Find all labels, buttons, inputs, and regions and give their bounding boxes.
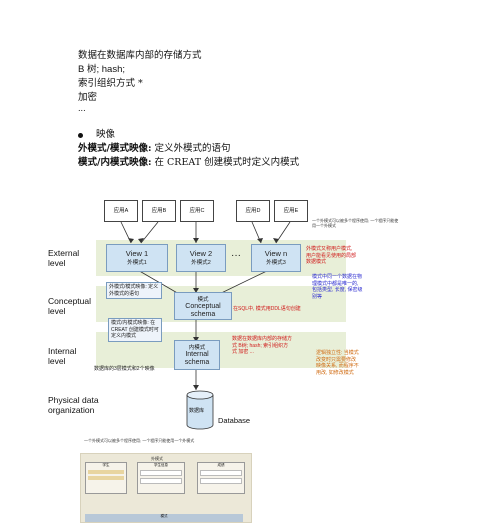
internal-mapping-row: 模式/内模式映像: 在 CREAT 创建模式时定义内模式 bbox=[78, 157, 299, 169]
view-2-box: View 2 外模式2 bbox=[176, 244, 226, 272]
annot-top-right: 一个外模式可以被多个程序使用; 一个程序只能使用一个外模式 bbox=[312, 218, 399, 228]
note-line-3: 索引组织方式 * bbox=[78, 78, 143, 89]
external-mapping-row: 外模式/模式映像: 定义外模式的语句 bbox=[78, 143, 231, 155]
thumbnail-row bbox=[140, 470, 182, 476]
annot-conceptual-right: 模式中同一个数据在物理模式中都是唯一的, 包括类型, 长度, 保密级别等 bbox=[312, 274, 363, 300]
conceptual-schema-top: 模式 bbox=[197, 297, 209, 303]
diagram-caption: 一个外模式可以被多个程序使用; 一个程序只能使用一个外模式 bbox=[84, 438, 195, 443]
thumbnail-bottom-label: 模式 bbox=[160, 514, 168, 518]
internal-mapping-text: 在 CREAT 创建模式时定义内模式 bbox=[154, 157, 300, 168]
note-line-2: B 树; hash; bbox=[78, 64, 125, 75]
view-n-name: View n bbox=[264, 249, 288, 258]
internal-schema-top: 内模式 bbox=[188, 345, 206, 351]
thumbnail-bottom-bar: 模式 bbox=[85, 514, 243, 522]
view-2-name: View 2 bbox=[189, 249, 213, 258]
note-line-4: 加密 bbox=[78, 92, 98, 103]
internal-mapping-label: 模式/内模式映像: bbox=[78, 157, 152, 168]
internal-schema-name: Internal schema bbox=[184, 351, 210, 366]
diagram-connectors bbox=[120, 221, 291, 390]
app-a: 应用A bbox=[104, 200, 138, 222]
thumbnail-figure: 外模式 学生 学生信息 成绩 模式 bbox=[80, 453, 252, 523]
three-schema-diagram: 应用A 应用B 应用C 应用D 应用E External level Conce… bbox=[46, 192, 456, 443]
note-line-1: 数据在数据库内部的存储方式 bbox=[78, 50, 202, 61]
annot-orange: 逻辑独立性: 当模式改变时只需要修改映像关系, 而程序不用改, 如修改模式 bbox=[316, 350, 359, 376]
app-c: 应用C bbox=[180, 200, 214, 222]
thumbnail-row bbox=[200, 470, 242, 476]
thumbnail-box-2-label: 学生信息 bbox=[154, 463, 168, 467]
view-n-sub: 外模式3 bbox=[266, 260, 286, 266]
thumbnail-row bbox=[140, 478, 182, 484]
view-1-sub: 外模式1 bbox=[127, 260, 147, 266]
thumbnail-box-1-label: 学生 bbox=[102, 463, 110, 467]
annot-external: 外模式又称用户模式, 用户能看见使用的局部数据模式 bbox=[306, 246, 357, 265]
mapping-heading: 映像 bbox=[96, 129, 116, 140]
bullet-icon bbox=[78, 133, 83, 138]
view-n-box: View n 外模式3 bbox=[251, 244, 301, 272]
thumbnail-row bbox=[88, 470, 124, 474]
physical-level-label: Physical data organization bbox=[48, 395, 99, 415]
external-mapping-label: 外模式/模式映像: bbox=[78, 143, 152, 154]
conceptual-schema-name: Conceptual schema bbox=[185, 303, 221, 318]
database-icon bbox=[186, 390, 214, 430]
conceptual-schema-box: 模式 Conceptual schema bbox=[174, 292, 232, 320]
view-1-box: View 1 外模式1 bbox=[106, 244, 168, 272]
thumbnail-box-1: 学生 bbox=[85, 462, 127, 494]
thumbnail-box-2: 学生信息 bbox=[137, 462, 185, 494]
external-mapping-text: 定义外模式的语句 bbox=[154, 143, 231, 154]
note-internal-mapping: 模式/内模式映像: 在CREAT 创建模式时可定义内模式 bbox=[108, 318, 162, 342]
internal-level-label: Internal level bbox=[48, 346, 77, 366]
thumbnail-row bbox=[88, 476, 124, 480]
app-e: 应用E bbox=[274, 200, 308, 222]
note-line-5: ... bbox=[78, 104, 86, 113]
view-2-sub: 外模式2 bbox=[191, 260, 211, 266]
conceptual-level-label: Conceptual level bbox=[48, 296, 92, 316]
internal-schema-box: 内模式 Internal schema bbox=[174, 340, 220, 370]
external-level-label: External level bbox=[48, 248, 80, 268]
view-1-name: View 1 bbox=[125, 249, 149, 258]
annot-conceptual-mid: 在SQL中, 模式用DDL语句创建 bbox=[233, 306, 301, 312]
thumbnail-box-3: 成绩 bbox=[197, 462, 245, 494]
database-inner-label: 数据库 bbox=[189, 408, 205, 414]
annot-internal: 数据在数据库内部的存储方式 B树; hash; 索引组织方式 加密 ... bbox=[232, 336, 293, 355]
thumbnail-row bbox=[200, 478, 242, 484]
app-b: 应用B bbox=[142, 200, 176, 222]
thumbnail-box-3-label: 成绩 bbox=[217, 463, 225, 467]
view-ellipsis: ··· bbox=[231, 250, 241, 261]
app-d: 应用D bbox=[236, 200, 270, 222]
thumbnail-title: 外模式 bbox=[151, 456, 163, 461]
annot-internal-left: 数据库的3层模式和2个映像 bbox=[94, 366, 155, 372]
note-external-mapping: 外模式/模式映像: 定义外模式的语句 bbox=[106, 282, 162, 299]
database-label: Database bbox=[218, 416, 251, 425]
